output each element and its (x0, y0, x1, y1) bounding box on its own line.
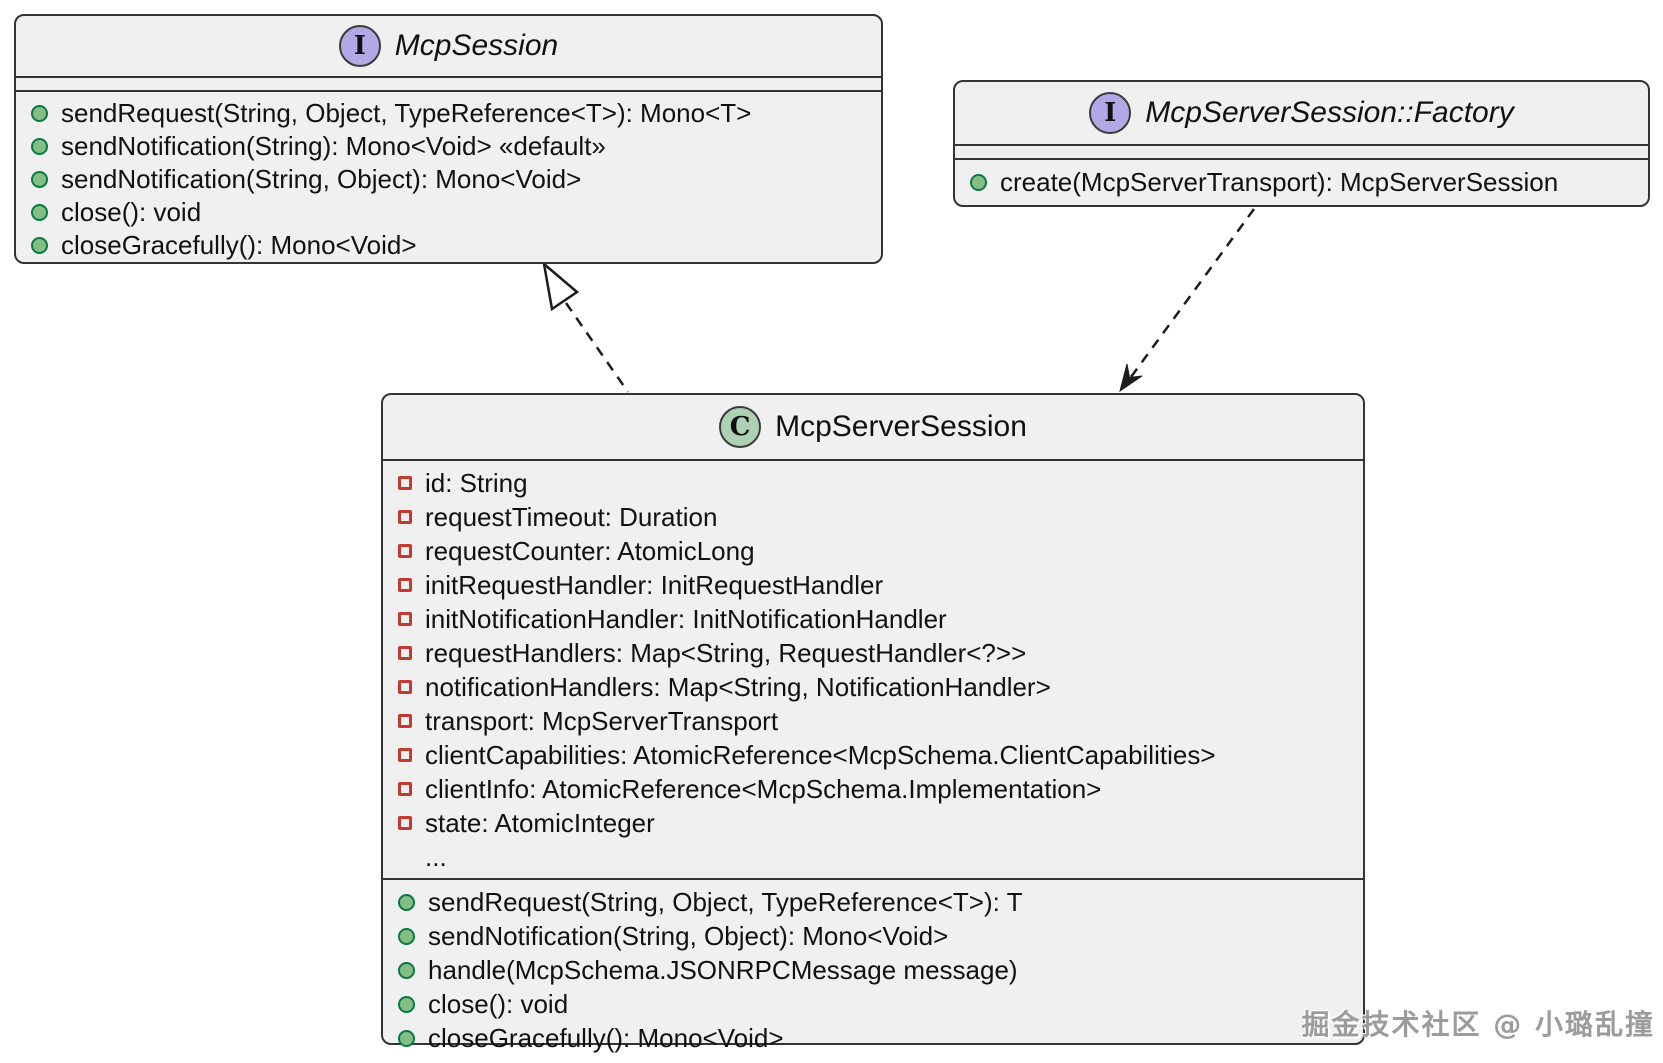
method-row: create(McpServerTransport): McpServerSes… (970, 160, 1638, 204)
method-row: closeGracefully(): Mono<Void> (398, 1021, 1353, 1055)
public-method-icon (398, 1029, 415, 1047)
private-field-icon (398, 816, 412, 830)
field-signature: initRequestHandler: InitRequestHandler (425, 569, 884, 600)
method-signature: sendRequest(String, Object, TypeReferenc… (61, 98, 752, 128)
field-row: ... (398, 840, 1353, 874)
method-signature: close(): void (61, 197, 202, 227)
method-row: handle(McpSchema.JSONRPCMessage message) (398, 953, 1353, 987)
public-method-icon (31, 105, 48, 122)
field-row: requestCounter: AtomicLong (398, 534, 1353, 568)
class-name: McpServerSession::Factory (1145, 96, 1514, 129)
field-signature: requestHandlers: Map<String, RequestHand… (425, 637, 1027, 668)
private-field-icon (398, 544, 412, 558)
field-signature: initNotificationHandler: InitNotificatio… (425, 603, 947, 634)
class-name: McpSession (394, 29, 559, 62)
method-signature: closeGracefully(): Mono<Void> (428, 1022, 784, 1053)
class-box-mcp-server-session: C McpServerSession id: String requestTim… (381, 393, 1365, 1053)
field-signature: requestCounter: AtomicLong (425, 535, 755, 566)
interface-icon: I (338, 25, 381, 67)
field-signature: id: String (425, 467, 528, 498)
public-method-icon (398, 961, 415, 979)
public-method-icon (398, 995, 415, 1013)
method-signature: create(McpServerTransport): McpServerSes… (1000, 166, 1559, 197)
method-signature: sendNotification(String, Object): Mono<V… (428, 920, 949, 951)
public-method-icon (31, 138, 48, 155)
private-field-icon (398, 680, 412, 694)
method-row: sendNotification(String, Object): Mono<V… (31, 163, 871, 196)
method-row: sendNotification(String, Object): Mono<V… (398, 919, 1353, 953)
field-row: state: AtomicInteger (398, 806, 1353, 840)
class-title-bar: I McpServerSession::Factory (955, 82, 1648, 144)
methods-compartment: sendRequest(String, Object, TypeReferenc… (16, 92, 881, 266)
method-row: close(): void (398, 987, 1353, 1021)
private-field-icon (398, 646, 412, 660)
field-signature: clientInfo: AtomicReference<McpSchema.Im… (425, 773, 1102, 804)
method-row: sendRequest(String, Object, TypeReferenc… (398, 885, 1353, 919)
private-field-icon (398, 782, 412, 796)
field-signature: requestTimeout: Duration (425, 501, 718, 532)
method-signature: sendNotification(String): Mono<Void> «de… (61, 131, 606, 161)
field-row: clientCapabilities: AtomicReference<McpS… (398, 738, 1353, 772)
class-name: McpServerSession (775, 410, 1027, 443)
private-field-icon (398, 510, 412, 524)
method-row: closeGracefully(): Mono<Void> (31, 229, 871, 262)
private-field-icon (398, 714, 412, 728)
methods-compartment: create(McpServerTransport): McpServerSes… (955, 160, 1648, 208)
field-row: initRequestHandler: InitRequestHandler (398, 568, 1353, 602)
method-signature: sendNotification(String, Object): Mono<V… (61, 164, 582, 194)
empty-fields-compartment (955, 144, 1648, 160)
field-row: notificationHandlers: Map<String, Notifi… (398, 670, 1353, 704)
field-row: transport: McpServerTransport (398, 704, 1353, 738)
watermark: 掘金技术社区 @ 小璐乱撞 (1301, 1008, 1655, 1041)
field-signature: notificationHandlers: Map<String, Notifi… (425, 671, 1051, 702)
methods-compartment: sendRequest(String, Object, TypeReferenc… (383, 878, 1363, 1059)
class-box-mcp-session: I McpSession sendRequest(String, Object,… (14, 14, 883, 264)
method-signature: sendRequest(String, Object, TypeReferenc… (428, 886, 1023, 917)
public-method-icon (31, 237, 48, 254)
method-row: sendRequest(String, Object, TypeReferenc… (31, 97, 871, 130)
private-field-icon (398, 578, 412, 592)
private-field-icon (398, 612, 412, 626)
field-row: clientInfo: AtomicReference<McpSchema.Im… (398, 772, 1353, 806)
private-field-icon (398, 748, 412, 762)
public-method-icon (970, 173, 987, 191)
method-row: sendNotification(String): Mono<Void> «de… (31, 130, 871, 163)
class-box-mcp-server-session-factory: I McpServerSession::Factory create(McpSe… (953, 80, 1650, 207)
empty-fields-compartment (16, 76, 881, 92)
private-field-icon (398, 476, 412, 490)
field-signature: ... (425, 841, 447, 872)
public-method-icon (31, 204, 48, 221)
class-icon: C (719, 406, 762, 448)
method-row: close(): void (31, 196, 871, 229)
dependency-arrow (1119, 208, 1256, 393)
field-row: requestHandlers: Map<String, RequestHand… (398, 636, 1353, 670)
method-signature: close(): void (428, 988, 569, 1019)
field-signature: transport: McpServerTransport (425, 705, 779, 736)
field-row: requestTimeout: Duration (398, 500, 1353, 534)
public-method-icon (398, 893, 415, 911)
public-method-icon (31, 171, 48, 188)
fields-compartment: id: String requestTimeout: Duration requ… (383, 459, 1363, 878)
public-method-icon (398, 927, 415, 945)
class-title-bar: I McpSession (16, 16, 881, 76)
field-signature: state: AtomicInteger (425, 807, 655, 838)
field-row: id: String (398, 466, 1353, 500)
field-signature: clientCapabilities: AtomicReference<McpS… (425, 739, 1216, 770)
field-row: initNotificationHandler: InitNotificatio… (398, 602, 1353, 636)
method-signature: closeGracefully(): Mono<Void> (61, 230, 417, 260)
class-title-bar: C McpServerSession (383, 395, 1363, 459)
method-signature: handle(McpSchema.JSONRPCMessage message) (428, 954, 1018, 985)
realization-arrow (542, 260, 630, 393)
interface-icon: I (1089, 92, 1132, 134)
